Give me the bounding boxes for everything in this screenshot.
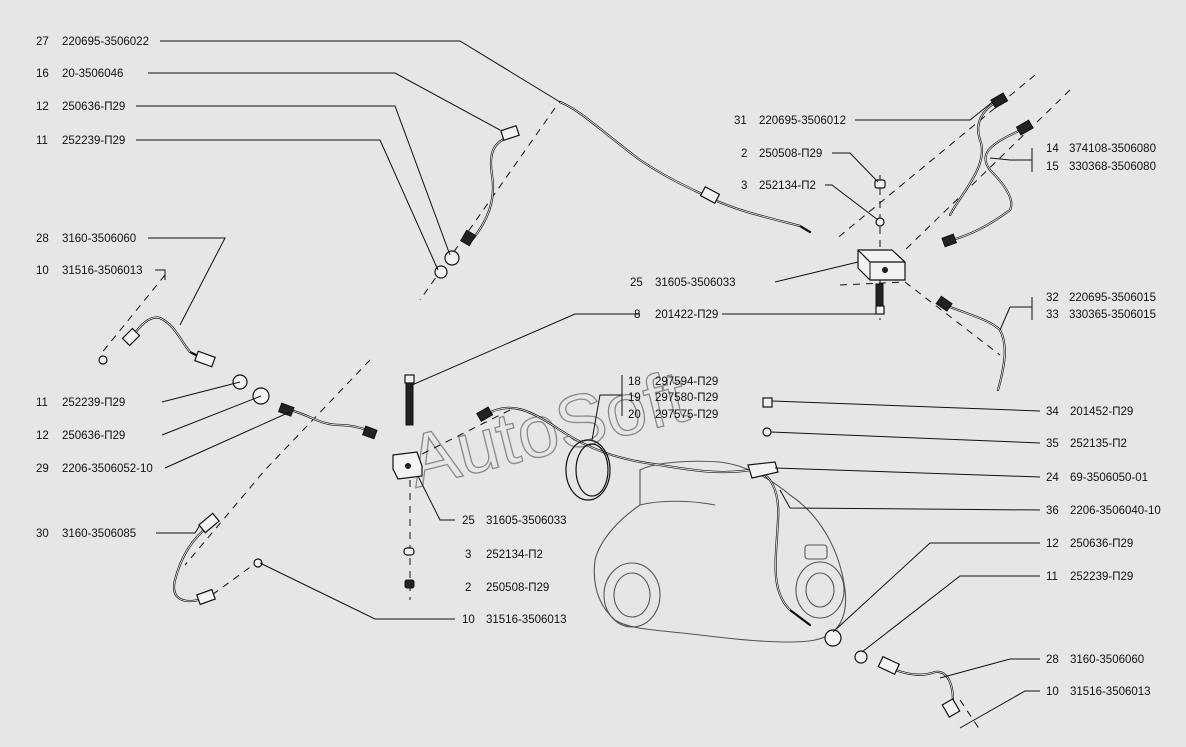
callout-number: 12: [36, 430, 49, 442]
part-number: 252134-П2: [486, 549, 543, 561]
axle-housing: [593, 460, 847, 643]
callout-number: 34: [1046, 406, 1059, 418]
part-number: 252134-П2: [759, 180, 816, 192]
part-number: 250508-П29: [759, 148, 822, 160]
part-number: 374108-3506080: [1069, 143, 1156, 155]
part-number: 250636-П29: [62, 430, 125, 442]
callout-number: 30: [36, 528, 49, 540]
callout-number: 35: [1046, 438, 1059, 450]
part-number: 31516-3506013: [486, 614, 567, 626]
part-number: 31605-3506033: [486, 515, 567, 527]
part-number: 250508-П29: [486, 582, 549, 594]
callout-number: 2: [741, 148, 747, 160]
callout-number: 10: [36, 265, 49, 277]
part-number: 330368-3506080: [1069, 161, 1156, 173]
part-number: 3160-3506060: [62, 233, 136, 245]
part-number: 252239-П29: [62, 135, 125, 147]
callout-number: 12: [36, 101, 49, 113]
callout-number: 27: [36, 36, 49, 48]
callout-number: 31: [734, 115, 747, 127]
callout-number: 24: [1046, 472, 1059, 484]
part-number: 250636-П29: [1070, 538, 1133, 550]
part-number: 297575-П29: [655, 409, 718, 421]
callout-number: 28: [36, 233, 49, 245]
part-number: 2206-3506040-10: [1070, 505, 1161, 517]
callout-number: 20: [628, 409, 641, 421]
part-number: 2206-3506052-10: [62, 463, 153, 475]
callout-number: 16: [36, 68, 49, 80]
callout-number: 11: [36, 135, 48, 147]
callout-number: 12: [1046, 538, 1059, 550]
part-number: 220695-3506012: [759, 115, 846, 127]
callout-number: 25: [462, 515, 475, 527]
watermark: AutoSoft: [399, 354, 695, 503]
part-number: 252135-П2: [1070, 438, 1127, 450]
callout-number: 29: [36, 463, 49, 475]
callout-number: 14: [1046, 143, 1059, 155]
callout-number: 10: [462, 614, 475, 626]
callout-number: 15: [1046, 161, 1059, 173]
fittings: [232, 179, 906, 664]
part-number: 69-3506050-01: [1070, 472, 1148, 484]
part-number: 3160-3506060: [1070, 654, 1144, 666]
callout-number: 28: [1046, 654, 1059, 666]
callout-number: 10: [1046, 686, 1059, 698]
callout-number: 3: [741, 180, 747, 192]
part-number: 31516-3506013: [1070, 686, 1151, 698]
part-number: 330365-3506015: [1069, 309, 1156, 321]
part-number: 220695-3506015: [1069, 292, 1156, 304]
callout-number: 3: [465, 549, 471, 561]
part-number: 252239-П29: [62, 397, 125, 409]
pipe-coupling: [699, 186, 721, 204]
brake-pipes: [98, 92, 1034, 718]
callout-labels: 27 220695-3506022 16 20-3506046 12 25063…: [36, 36, 1161, 698]
part-number: 220695-3506022: [62, 36, 149, 48]
part-number: 297594-П29: [655, 376, 718, 388]
callout-number: 33: [1046, 309, 1059, 321]
part-number: 297580-П29: [655, 392, 718, 404]
part-number: 201452-П29: [1070, 406, 1133, 418]
part-number: 252239-П29: [1070, 571, 1133, 583]
part-number: 31605-3506033: [655, 277, 736, 289]
part-number: 3160-3506085: [62, 528, 136, 540]
callout-number: 11: [1046, 571, 1058, 583]
callout-number: 36: [1046, 505, 1059, 517]
callout-number: 18: [628, 376, 641, 388]
leader-lines: [136, 40, 1041, 729]
part-number: 201422-П29: [655, 309, 718, 321]
callout-number: 25: [630, 277, 643, 289]
callout-number: 8: [634, 309, 640, 321]
part-number: 20-3506046: [62, 68, 123, 80]
callout-number: 19: [628, 392, 641, 404]
callout-number: 2: [465, 582, 471, 594]
callout-number: 32: [1046, 292, 1059, 304]
part-number: 31516-3506013: [62, 265, 143, 277]
part-number: 250636-П29: [62, 101, 125, 113]
callout-number: 11: [36, 397, 48, 409]
